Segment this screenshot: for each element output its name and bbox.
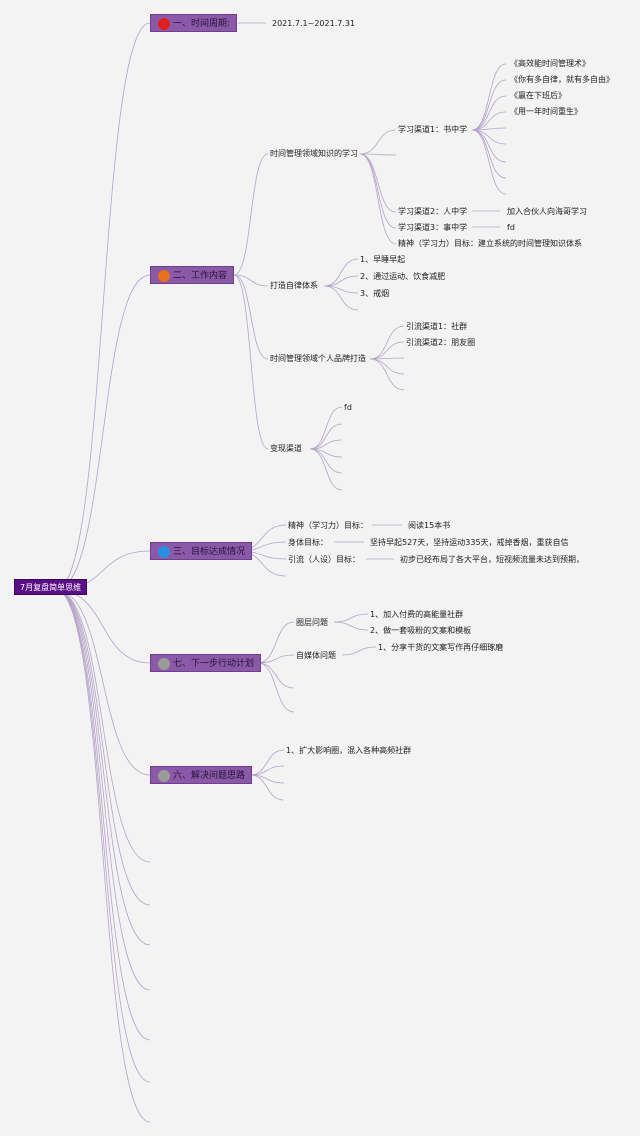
- topic-node[interactable]: 学习渠道2：人中学: [398, 207, 468, 216]
- goal-value[interactable]: 坚持早起527天，坚持运动335天，戒掉香烟，重获自信: [370, 538, 569, 547]
- topic-node[interactable]: 学习渠道3：事中学: [398, 223, 468, 232]
- connector-line: [55, 589, 151, 946]
- connector-line: [233, 274, 269, 287]
- topic-node[interactable]: 变现渠道: [270, 444, 302, 453]
- branch-label: 二、工作内容: [173, 271, 228, 281]
- goal-value[interactable]: 初步已经布局了各大平台，短视频流量未达到预期，: [400, 555, 584, 564]
- branch-label: 七、下一步行动计划: [173, 659, 255, 669]
- connector-line: [55, 589, 151, 991]
- connector-line: [55, 589, 151, 906]
- branch-solve[interactable]: 六、解决问题思路: [150, 766, 253, 784]
- period-value: 2021.7.1~2021.7.31: [272, 19, 356, 28]
- connector-line: [55, 589, 151, 1083]
- connector-line: [369, 358, 405, 375]
- goal-label[interactable]: 身体目标：: [288, 538, 328, 547]
- leaf-value[interactable]: 加入合伙人向海哥学习: [507, 207, 587, 216]
- leaf-item[interactable]: fd: [344, 403, 352, 412]
- branch-period[interactable]: 一、时间周期:: [150, 14, 238, 32]
- connector-line: [55, 589, 151, 1123]
- topic-node[interactable]: 自媒体问题: [296, 651, 336, 660]
- goal-label[interactable]: 引流（人设）目标：: [288, 555, 360, 564]
- connector-line: [341, 646, 377, 656]
- connector-line: [359, 153, 397, 245]
- connector-line: [309, 423, 343, 450]
- connector-line: [257, 621, 295, 664]
- branch-label: 六、解决问题思路: [173, 771, 246, 781]
- leaf-item[interactable]: 1、早睡早起: [360, 255, 406, 264]
- topic-node[interactable]: 打造自律体系: [270, 281, 318, 290]
- connector-line: [233, 274, 269, 360]
- connector-line: [323, 285, 359, 311]
- connector-line: [369, 325, 405, 360]
- topic-node[interactable]: 精神（学习力）目标：建立系统的时间管理知识体系: [398, 239, 582, 248]
- branch-next[interactable]: 七、下一步行动计划: [150, 654, 262, 672]
- topic-node[interactable]: 时间管理领域知识的学习: [270, 149, 358, 158]
- connector-line: [471, 111, 507, 131]
- connector-line: [323, 275, 359, 287]
- branch-label: 一、时间周期:: [173, 19, 231, 29]
- connector-line: [471, 95, 507, 131]
- connector-line: [471, 129, 507, 195]
- branch-work[interactable]: 二、工作内容: [150, 266, 235, 284]
- red-circle-icon: [158, 18, 170, 30]
- leaf-item[interactable]: 引流渠道1：社群: [406, 322, 468, 331]
- book-item[interactable]: 《你有多自律，就有多自由》: [510, 75, 614, 84]
- blue-circle-icon: [158, 546, 170, 558]
- connector-line: [55, 22, 151, 591]
- connector-line: [249, 774, 285, 784]
- book-item[interactable]: 《高效能时间管理术》: [510, 59, 590, 68]
- connector-line: [471, 129, 507, 163]
- connector-line: [369, 358, 405, 391]
- leaf-item[interactable]: 2、做一套吸粉的文案和模板: [370, 626, 472, 635]
- connector-line: [333, 613, 369, 623]
- connector-line: [249, 774, 285, 801]
- topic-node[interactable]: 学习渠道1：书中学: [398, 125, 468, 134]
- branch-goals[interactable]: 三、目标达成情况: [150, 542, 253, 560]
- gray-circle-icon: [158, 770, 170, 782]
- root-node[interactable]: 7月复盘简单思维: [14, 579, 88, 595]
- leaf-item[interactable]: 1、扩大影响圈，混入各种高频社群: [286, 746, 412, 755]
- connector-line: [257, 662, 295, 713]
- connector-line: [471, 79, 507, 131]
- connector-line: [309, 406, 343, 450]
- connector-line: [359, 153, 397, 213]
- connector-line: [359, 129, 397, 155]
- connector-line: [233, 153, 269, 276]
- leaf-value[interactable]: fd: [507, 223, 515, 232]
- connector-line: [333, 621, 369, 631]
- connector-line: [55, 589, 151, 776]
- connector-line: [309, 448, 343, 491]
- book-item[interactable]: 《赢在下班后》: [510, 91, 566, 100]
- goal-value[interactable]: 阅读15本书: [408, 521, 451, 530]
- leaf-item[interactable]: 3、戒烟: [360, 289, 390, 298]
- connector-line: [471, 63, 507, 131]
- goal-label[interactable]: 精神（学习力）目标：: [288, 521, 368, 530]
- leaf-item[interactable]: 1、加入付费的高能量社群: [370, 610, 464, 619]
- connector-line: [55, 589, 151, 1041]
- orange-circle-icon: [158, 270, 170, 282]
- connector-line: [249, 765, 285, 776]
- connector-line: [55, 589, 151, 863]
- gray-circle-icon: [158, 658, 170, 670]
- leaf-item[interactable]: 2、通过运动、饮食减肥: [360, 272, 446, 281]
- branch-label: 三、目标达成情况: [173, 547, 246, 557]
- connector-line: [233, 274, 269, 450]
- connector-line: [359, 153, 397, 229]
- topic-node[interactable]: 圈层问题: [296, 618, 328, 627]
- connector-line: [249, 749, 285, 776]
- connector-line: [55, 274, 151, 591]
- topic-node[interactable]: 时间管理领域个人品牌打造: [270, 354, 366, 363]
- leaf-item[interactable]: 1、分享干货的文案写作再仔细琢磨: [378, 643, 504, 652]
- connector-line: [323, 258, 359, 287]
- connector-line: [257, 662, 295, 689]
- leaf-item[interactable]: 引流渠道2：朋友圈: [406, 338, 476, 347]
- connector-line: [359, 153, 397, 156]
- book-item[interactable]: 《用一年时间重生》: [510, 107, 582, 116]
- connector-line: [309, 439, 343, 450]
- connector-line: [369, 341, 405, 360]
- connector-line: [257, 654, 295, 664]
